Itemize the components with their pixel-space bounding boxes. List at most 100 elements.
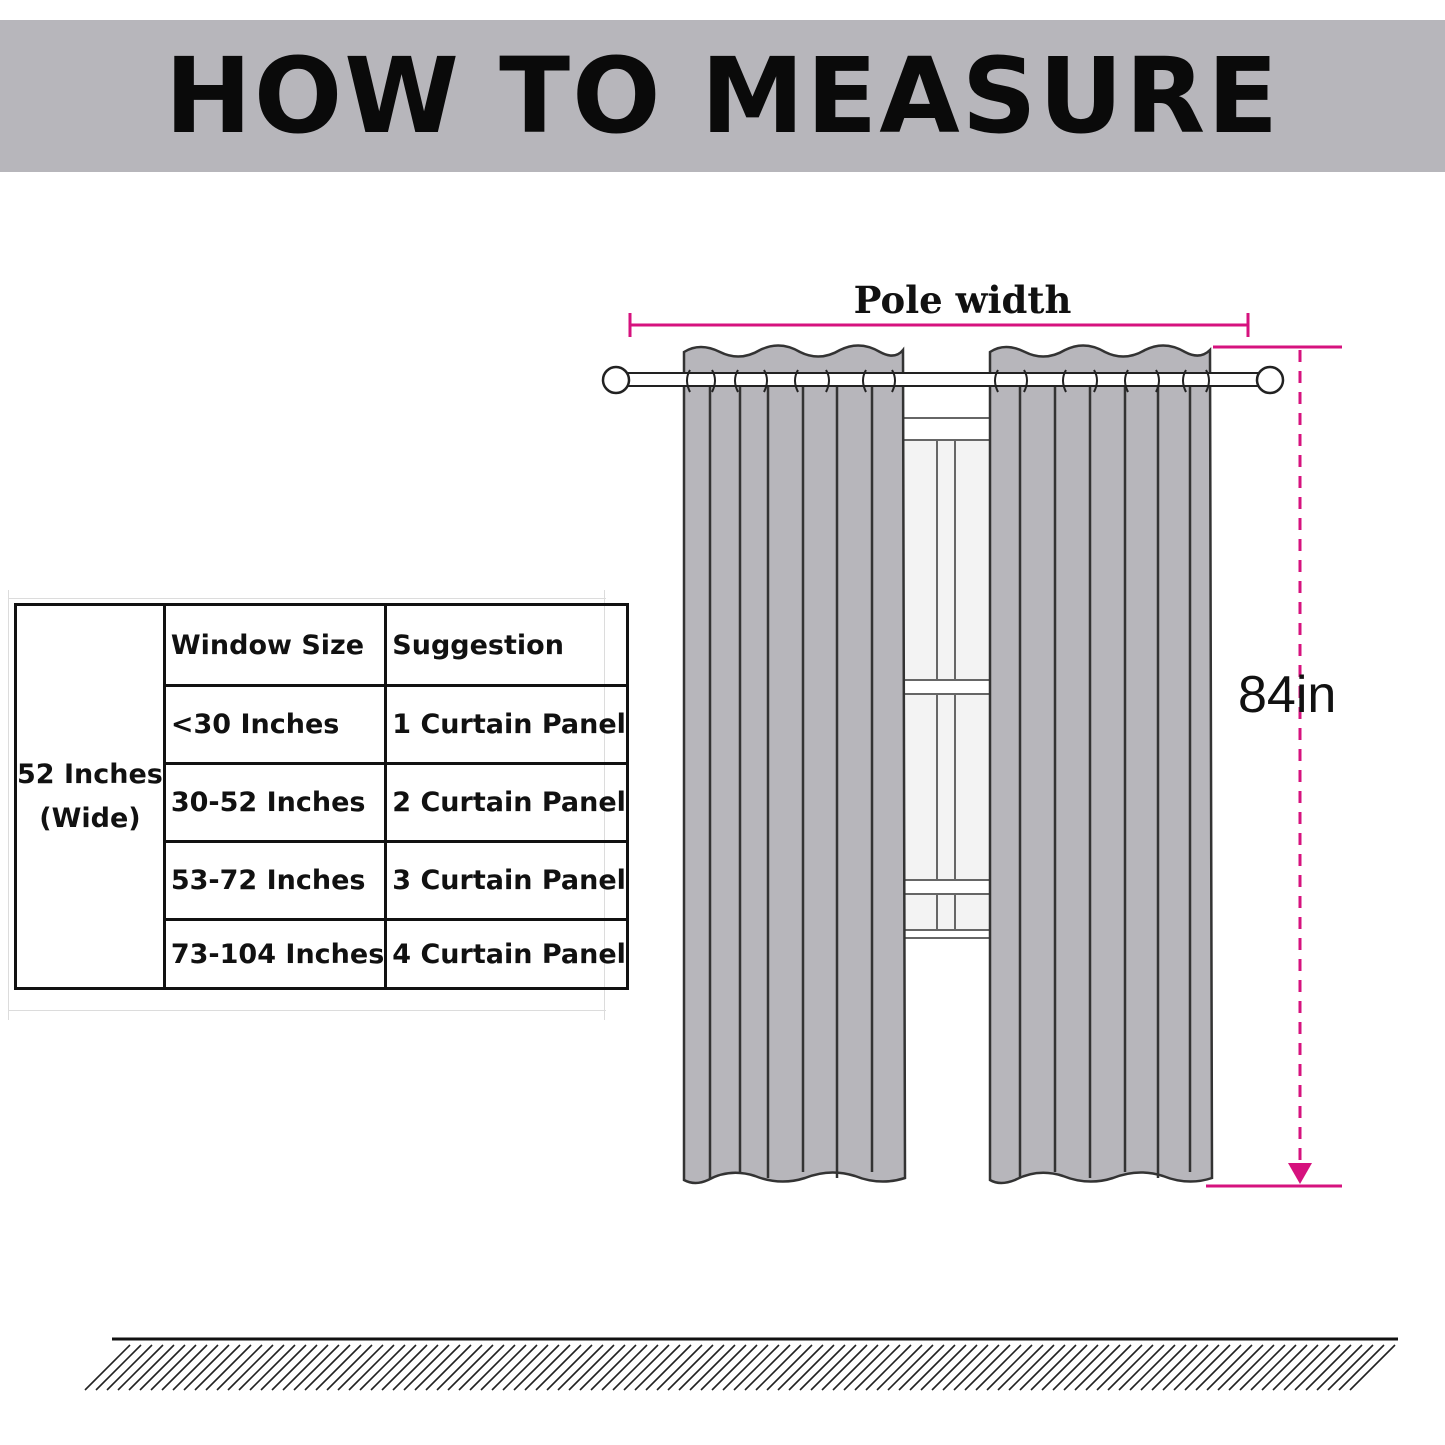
floor-hatch-line — [271, 1344, 318, 1391]
floor-hatch-line — [447, 1344, 494, 1391]
floor-hatch-line — [304, 1344, 351, 1391]
floor-hatch-line — [315, 1344, 362, 1391]
floor-hatch-line — [1019, 1344, 1066, 1391]
floor-hatch-line — [348, 1344, 395, 1391]
floor-hatch-line — [953, 1344, 1000, 1391]
page-title: HOW TO MEASURE — [164, 35, 1281, 157]
floor-hatch-line — [634, 1344, 681, 1391]
floor-hatch-line — [645, 1344, 692, 1391]
floor-hatch-line — [601, 1344, 648, 1391]
arrow-down-icon — [1288, 1163, 1312, 1184]
pole-width-dimension — [628, 313, 1250, 337]
floor-hatch-line — [898, 1344, 945, 1391]
fabric-width-cell: 52 Inches(Wide) — [14, 603, 166, 990]
floor-hatch-line — [887, 1344, 934, 1391]
floor-hatch-line — [326, 1344, 373, 1391]
window-size-cell: <30 Inches — [162, 684, 388, 765]
floor-hatch-line — [1250, 1344, 1297, 1391]
floor-hatch-line — [832, 1344, 879, 1391]
floor-hatch-line — [854, 1344, 901, 1391]
floor-hatch-line — [722, 1344, 769, 1391]
floor-hatch-line — [975, 1344, 1022, 1391]
floor-hatch-line — [1184, 1344, 1231, 1391]
floor-hatch-line — [986, 1344, 1033, 1391]
floor-hatch-line — [678, 1344, 725, 1391]
floor-hatch-line — [1272, 1344, 1319, 1391]
floor-hatch-line — [623, 1344, 670, 1391]
table-grid-line — [8, 1010, 606, 1011]
floor-hatch-line — [1063, 1344, 1110, 1391]
floor-hatch-line — [216, 1344, 263, 1391]
floor-hatch-line — [931, 1344, 978, 1391]
floor-hatch-line — [282, 1344, 329, 1391]
floor-hatch-line — [612, 1344, 659, 1391]
floor-hatch-line — [436, 1344, 483, 1391]
floor-hatch-line — [1118, 1344, 1165, 1391]
pole-width-label: Pole width — [853, 278, 1072, 322]
floor-hatch-line — [656, 1344, 703, 1391]
floor-hatch-line — [128, 1344, 175, 1391]
right-curtain-panel — [988, 344, 1214, 1185]
floor-hatch-line — [964, 1344, 1011, 1391]
floor-hatch-line — [1107, 1344, 1154, 1391]
floor-hatch-line — [1261, 1344, 1308, 1391]
suggestion-cell: 3 Curtain Panel — [384, 840, 629, 921]
floor-hatch-line — [1327, 1344, 1374, 1391]
floor-hatch-line — [535, 1344, 582, 1391]
floor-hatch-line — [293, 1344, 340, 1391]
floor-hatch-line — [194, 1344, 241, 1391]
title-banner: HOW TO MEASURE — [0, 20, 1445, 172]
floor-hatch-line — [392, 1344, 439, 1391]
rod-finial-right — [1255, 365, 1285, 395]
floor-hatch-line — [788, 1344, 835, 1391]
floor-hatch-line — [557, 1344, 604, 1391]
window-size-cell: 53-72 Inches — [162, 840, 388, 921]
floor-hatch-line — [458, 1344, 505, 1391]
floor-hatch-line — [744, 1344, 791, 1391]
floor-hatch-line — [1030, 1344, 1077, 1391]
floor-hatch-line — [1228, 1344, 1275, 1391]
floor-hatch-line — [249, 1344, 296, 1391]
floor-hatch-line — [546, 1344, 593, 1391]
floor-hatch-line — [502, 1344, 549, 1391]
floor-hatch-line — [1008, 1344, 1055, 1391]
floor-hatch-line — [865, 1344, 912, 1391]
floor-hatch-line — [579, 1344, 626, 1391]
floor-hatch-line — [524, 1344, 571, 1391]
floor-hatch-line — [106, 1344, 153, 1391]
floor-hatch-line — [414, 1344, 461, 1391]
floor-hatch-line — [370, 1344, 417, 1391]
floor-hatch-line — [689, 1344, 736, 1391]
floor-hatch-line — [1140, 1344, 1187, 1391]
table-header-row: 52 Inches(Wide) Window Size Suggestion — [14, 603, 629, 990]
suggestion-cell: 2 Curtain Panel — [384, 762, 629, 843]
floor-hatch-line — [1162, 1344, 1209, 1391]
floor-hatch-line — [1074, 1344, 1121, 1391]
floor-hatch-line — [843, 1344, 890, 1391]
table-row: 30-52 Inches 2 Curtain Panel — [16, 762, 629, 843]
floor-hatch-line — [1206, 1344, 1253, 1391]
floor-hatch-line — [469, 1344, 516, 1391]
floor-hatch-line — [117, 1344, 164, 1391]
floor-hatch-line — [337, 1344, 384, 1391]
table-grid-line — [8, 590, 9, 1020]
floor-hatch-line — [766, 1344, 813, 1391]
floor-hatch-line — [1239, 1344, 1286, 1391]
floor-hatch-line — [909, 1344, 956, 1391]
floor-hatch-line — [227, 1344, 274, 1391]
floor-hatch-line — [711, 1344, 758, 1391]
floor-hatch-line — [777, 1344, 824, 1391]
curtain-rod — [601, 365, 1285, 395]
floor-hatch-line — [491, 1344, 538, 1391]
floor-hatch-line — [1217, 1344, 1264, 1391]
window-size-cell: 73-104 Inches — [162, 918, 388, 990]
table-row: 73-104 Inches 4 Curtain Panel — [16, 918, 629, 990]
floor-hatch-line — [1052, 1344, 1099, 1391]
floor-hatch-line — [139, 1344, 186, 1391]
suggestion-cell: 1 Curtain Panel — [384, 684, 629, 765]
floor-hatch-line — [920, 1344, 967, 1391]
header-window-size: Window Size — [162, 603, 388, 687]
floor-hatch-line — [381, 1344, 428, 1391]
floor-hatch-line — [359, 1344, 406, 1391]
rod-finial-left — [601, 365, 631, 395]
